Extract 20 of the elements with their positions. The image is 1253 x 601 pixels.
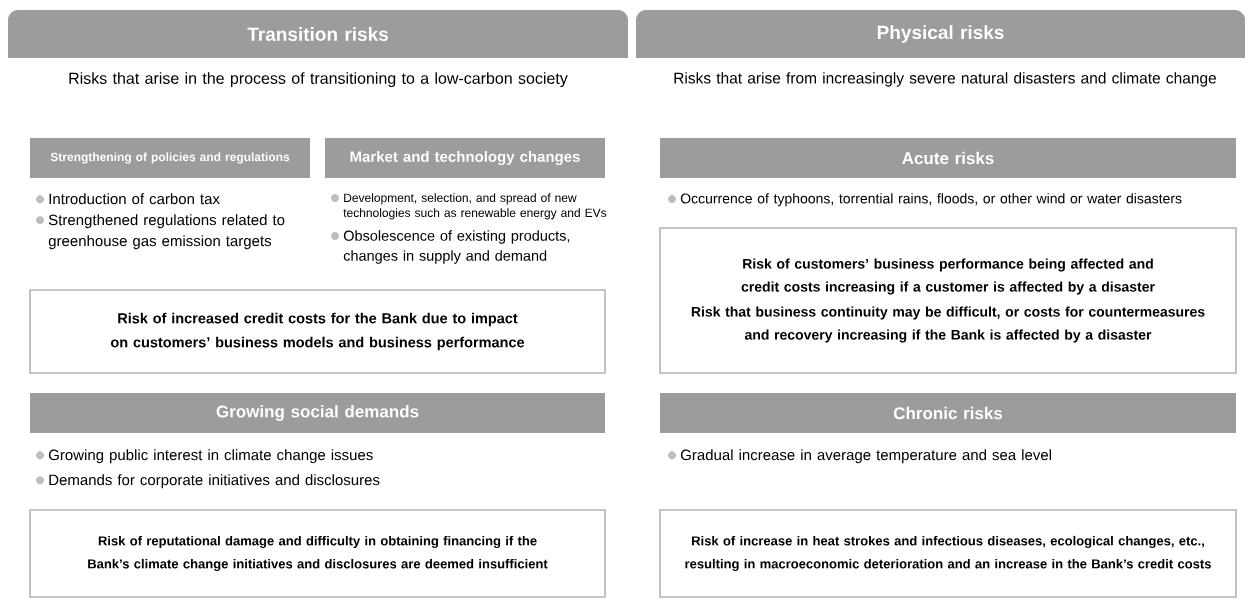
bullet-text: Introduction of carbon tax [49, 193, 220, 205]
bullet-text: Gradual increase in average temperature and sea level [680, 449, 1051, 464]
risk-box: Risk of reputational damage and difficulty in obtaining financing if the Bank’s climate change initiatives and disclosures are deemed insufficient [29, 509, 606, 598]
risk-box: Risk of customers’ business performance being affected and credit costs increasing if a customer is affected by a disaster Risk that business continuity may be difficult, or costs for countermeasures and recovery increasing if the Bank is affected by a disaster [659, 227, 1237, 374]
subtitle: Risks that arise from increasingly severe natural disasters and climate change [674, 72, 1216, 87]
bullet-text: Strengthened regulations related to greenhouse gas emission targets [48, 214, 285, 250]
header-band: Physical risks [636, 10, 1245, 58]
category-band: Growing social demands [30, 393, 605, 433]
bullet-text: Occurrence of typhoons, torrential rains, floods, or other wind or water disasters [680, 193, 1182, 207]
category-band: Chronic risks [660, 393, 1236, 433]
bullet-text: Growing public interest in climate change issues [48, 449, 373, 464]
category-band: Market and technology changes [325, 138, 605, 178]
header-band: Transition risks [8, 10, 628, 58]
risk-box: Risk of increased credit costs for the Bank due to impact on customers’ business models and business performance [29, 289, 606, 374]
bullet-text: Obsolescence of existing products, changes in supply and demand [343, 230, 570, 264]
bullet-text: Demands for corporate initiatives and disclosures [49, 474, 380, 489]
bullet-text: Development, selection, and spread of new technologies such as renewable energy and EVs [343, 193, 607, 220]
category-band: Acute risks [660, 138, 1236, 178]
category-band: Strengthening of policies and regulations [30, 138, 310, 178]
risk-box: Risk of increase in heat strokes and infectious diseases, ecological changes, etc., resulting in macroeconomic deterioration and an increase in the Bank’s credit costs [659, 509, 1237, 598]
